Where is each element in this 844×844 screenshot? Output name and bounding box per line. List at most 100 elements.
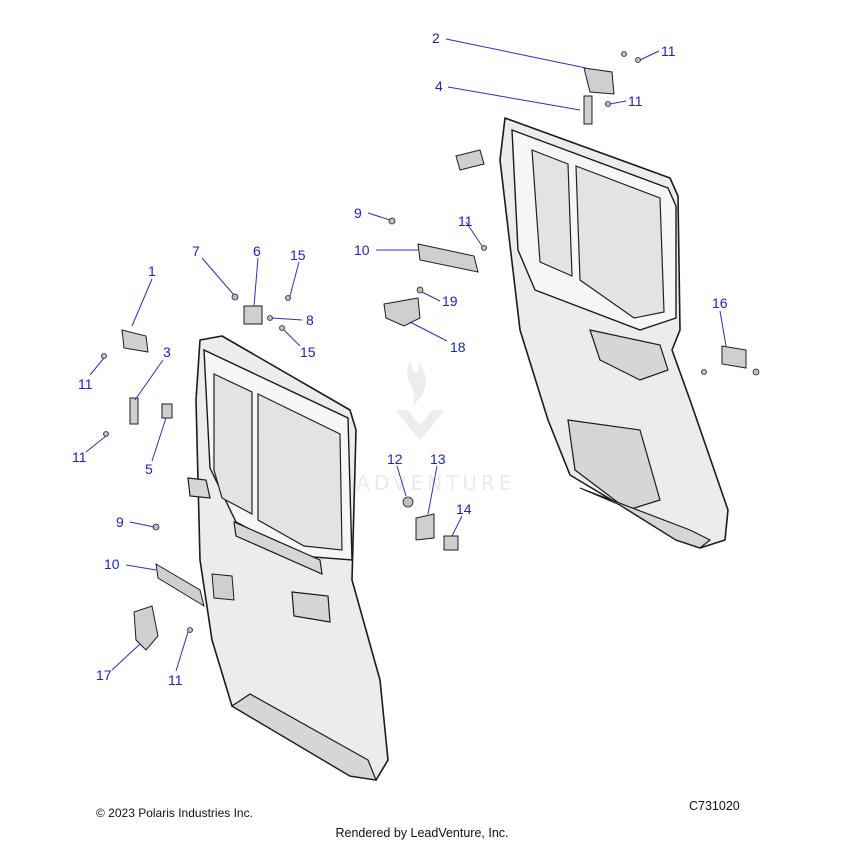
leader-12 (396, 465, 407, 497)
left-door-glass-front (213, 373, 253, 515)
part-13-striker (415, 513, 435, 541)
leader-6 (253, 257, 259, 307)
leader-11e (85, 435, 107, 453)
bolt-11-f (103, 431, 109, 437)
leader-3 (134, 359, 164, 401)
leader-8 (271, 317, 303, 321)
left-door-assembly (187, 335, 389, 781)
callout-17: 17 (96, 667, 112, 683)
callout-8: 8 (306, 312, 314, 328)
leader-15b (283, 329, 301, 347)
part-3-hinge-pin (129, 397, 139, 425)
left-door-vent (211, 573, 235, 601)
callout-9-upper: 9 (354, 205, 362, 221)
callout-10-upper: 10 (354, 242, 370, 258)
left-door-lower-edge (230, 693, 377, 781)
leader-11d (89, 357, 105, 376)
bolt-11-e (101, 353, 107, 359)
leader-16 (719, 310, 727, 347)
left-door-mirror-mount (187, 477, 211, 499)
watermark-text: LEADVENTURE (324, 471, 515, 495)
part-18-latch-bracket (383, 297, 421, 327)
bolt-11-g (187, 627, 193, 633)
diagram-code: C731020 (689, 799, 740, 813)
leader-19 (421, 291, 441, 302)
leader-10b (125, 564, 157, 571)
watermark-logo: LEADVENTURE (324, 360, 515, 495)
leader-2 (445, 38, 587, 69)
callout-7: 7 (192, 243, 200, 259)
callout-13: 13 (430, 451, 446, 467)
part-6-latch (243, 305, 263, 325)
part-9-nut-upper (388, 217, 396, 225)
hardware-parts (101, 51, 760, 651)
callout-11-left-lower: 11 (72, 449, 87, 465)
part-2-hinge-bracket (583, 67, 615, 95)
leader-11f (175, 631, 189, 672)
bolt-11-b (635, 57, 641, 63)
callout-11-left-upper: 11 (78, 376, 93, 392)
callout-14: 14 (456, 501, 472, 517)
callout-11-upper-hinge: 11 (628, 93, 643, 109)
callout-11-bottom: 11 (168, 672, 183, 688)
callout-4: 4 (435, 78, 443, 94)
callout-18: 18 (450, 339, 466, 355)
leader-13 (427, 465, 438, 515)
leader-4 (447, 86, 581, 111)
callout-19: 19 (442, 293, 458, 309)
bolt-16-screw (701, 369, 707, 375)
part-4-hinge-pin (583, 95, 593, 125)
right-door-lower-edge (579, 487, 712, 549)
upper-latch-hook (455, 149, 485, 171)
leader-17 (111, 643, 141, 671)
left-door-switch-panel (233, 521, 323, 575)
bolt-11-d (481, 245, 487, 251)
part-17-check-strap (133, 605, 159, 651)
bolt-15-b (279, 325, 285, 331)
leader-7 (201, 257, 235, 296)
bolt-11-a (621, 51, 627, 57)
callout-12: 12 (387, 451, 403, 467)
part-5-bushing (161, 403, 173, 419)
callout-11-strap: 11 (458, 213, 473, 229)
callout-5: 5 (145, 461, 153, 477)
part-7-nut (231, 293, 239, 301)
copyright-text: © 2023 Polaris Industries Inc. (96, 806, 253, 820)
bolt-15-a (285, 295, 291, 301)
right-door-glass-rear (575, 165, 665, 319)
callout-9-lower: 9 (116, 514, 124, 530)
leader-5 (151, 417, 167, 462)
callout-11-top: 11 (661, 43, 676, 59)
callout-labels: 1 2 3 4 5 6 7 8 9 9 10 10 11 11 11 11 11… (72, 30, 728, 688)
leader-9b (129, 521, 155, 528)
leader-1 (131, 278, 153, 327)
leader-14 (451, 515, 463, 537)
rendered-by-text: Rendered by LeadVenture, Inc. (335, 826, 509, 840)
bolt-16-nut (752, 368, 760, 376)
callout-15-upper: 15 (290, 247, 306, 263)
callout-6: 6 (253, 243, 261, 259)
right-door-pocket (567, 419, 661, 511)
part-10-strap-upper (417, 243, 479, 273)
right-door-glass-front (531, 149, 573, 277)
right-door-handle-housing (589, 329, 669, 381)
callout-10-lower: 10 (104, 556, 120, 572)
callout-15-lower: 15 (300, 344, 316, 360)
part-16-bracket (721, 345, 747, 369)
leader-15a (289, 261, 300, 297)
leader-11a (639, 50, 660, 61)
part-14-bumper (443, 535, 459, 551)
part-19-nut (416, 286, 424, 294)
left-door-handle-housing (291, 591, 331, 623)
callout-1: 1 (148, 263, 156, 279)
callout-3: 3 (163, 344, 171, 360)
leader-18 (409, 321, 448, 342)
leader-lines (85, 38, 727, 672)
part-8-washer (267, 315, 273, 321)
leader-11c (465, 221, 483, 247)
part-12-nut (402, 496, 414, 508)
right-door-assembly (499, 117, 729, 549)
callout-16: 16 (712, 295, 728, 311)
part-10-strap-lower (155, 563, 205, 608)
